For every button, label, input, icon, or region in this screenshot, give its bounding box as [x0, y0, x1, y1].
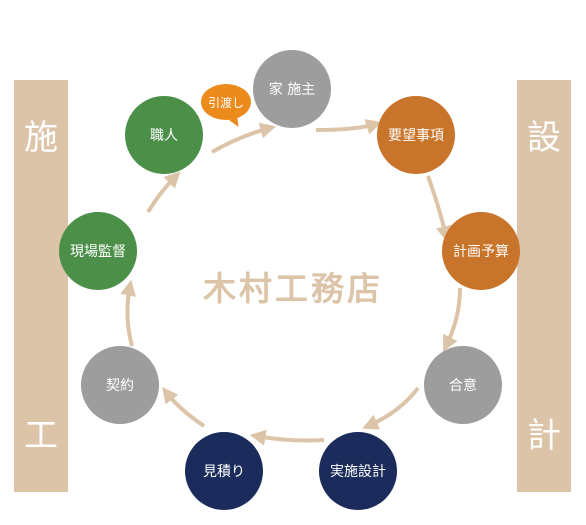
company-logo: 木村工務店: [203, 269, 383, 308]
construction-side-bar: 施 工: [14, 80, 68, 492]
node-client: 家 施主: [253, 50, 331, 128]
construction-char-bottom: 工: [24, 416, 58, 456]
arrow-requirements-to-plan: [426, 175, 452, 243]
design-char-top: 設: [527, 118, 561, 158]
node-detailed-design: 実施設計: [319, 432, 397, 510]
node-agreement: 合意: [424, 346, 502, 424]
node-craftsmen: 職人: [125, 96, 203, 174]
design-char-bottom: 計: [527, 416, 561, 456]
design-side-bar: 設 計: [517, 80, 571, 492]
node-estimate: 見積り: [185, 432, 263, 510]
node-contract: 契約: [81, 346, 159, 424]
handover-bubble: 引渡し: [201, 84, 251, 120]
arrow-contract-to-site: [120, 279, 136, 347]
arrow-craftsmen-to-client: [211, 122, 277, 154]
arrow-estimate-to-contract: [162, 386, 206, 428]
node-site-supervision: 現場監督: [59, 212, 137, 290]
arrow-client-to-requirements: [315, 119, 383, 135]
arrow-design-to-estimate: [249, 429, 325, 446]
construction-char-top: 施: [24, 118, 58, 158]
node-requirements: 要望事項: [377, 96, 455, 174]
arrow-plan-to-agreement: [443, 287, 462, 352]
arrow-agreement-to-design: [362, 386, 420, 430]
node-plan-budget: 計画予算: [442, 212, 520, 290]
arrow-site-to-craftsmen: [146, 171, 181, 214]
